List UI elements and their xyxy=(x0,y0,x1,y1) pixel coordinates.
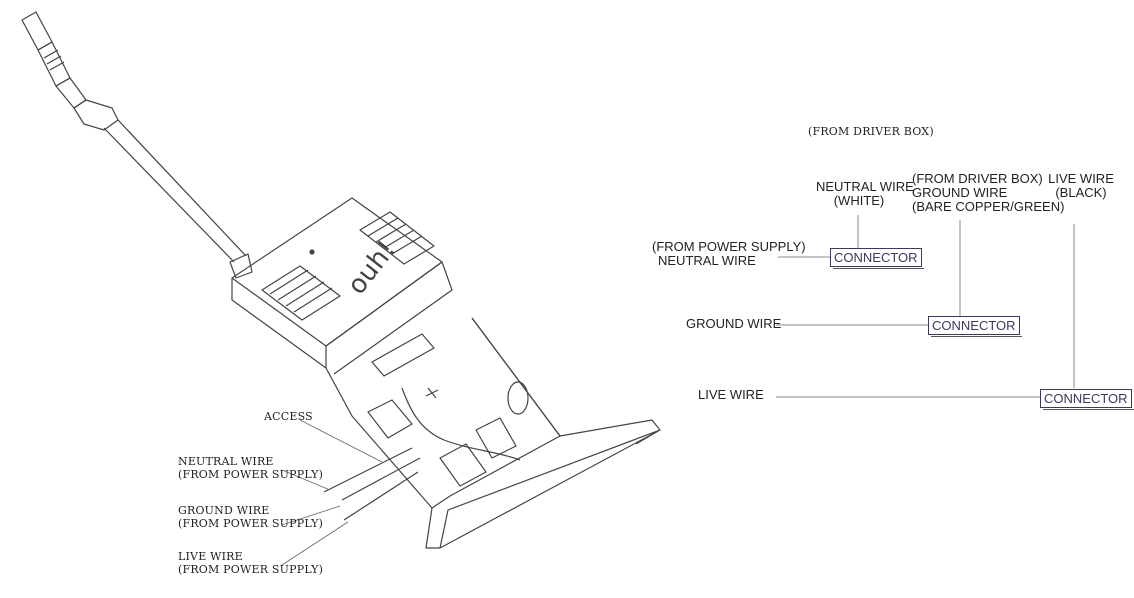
schematic-lines xyxy=(776,215,1075,398)
power-cable xyxy=(103,119,253,279)
plug-connector xyxy=(21,11,119,131)
power-supply-neutral-label: (FROM POWER SUPPLY) NEUTRAL WIRE xyxy=(652,239,806,268)
access-label: ACCESS xyxy=(264,410,313,423)
live-black-label: LIVE WIRE (BLACK) xyxy=(1048,171,1114,200)
live-wire-label-right: LIVE WIRE xyxy=(698,387,764,402)
ground-wire-label-right: GROUND WIRE xyxy=(686,316,782,331)
driver-box-body xyxy=(231,197,661,549)
live-connector: CONNECTOR xyxy=(1040,389,1134,410)
ground-connector: CONNECTOR xyxy=(928,316,1022,337)
ground-from-driver-label: (FROM DRIVER BOX) GROUND WIRE (BARE COPP… xyxy=(912,171,1065,214)
ground-wire-label: GROUND WIRE (FROM POWER SUPPLY) xyxy=(178,504,324,530)
box-logo: ouh! xyxy=(342,235,402,300)
neutral-connector: CONNECTOR xyxy=(830,248,924,269)
neutral-wire-label: NEUTRAL WIRE (FROM POWER SUPPLY) xyxy=(178,455,324,481)
leader-lines xyxy=(281,419,383,566)
from-driver-box-label: (FROM DRIVER BOX) xyxy=(808,125,934,138)
live-wire-label: LIVE WIRE (FROM POWER SUPPLY) xyxy=(178,550,324,576)
neutral-white-label: NEUTRAL WIRE (WHITE) xyxy=(816,179,914,208)
